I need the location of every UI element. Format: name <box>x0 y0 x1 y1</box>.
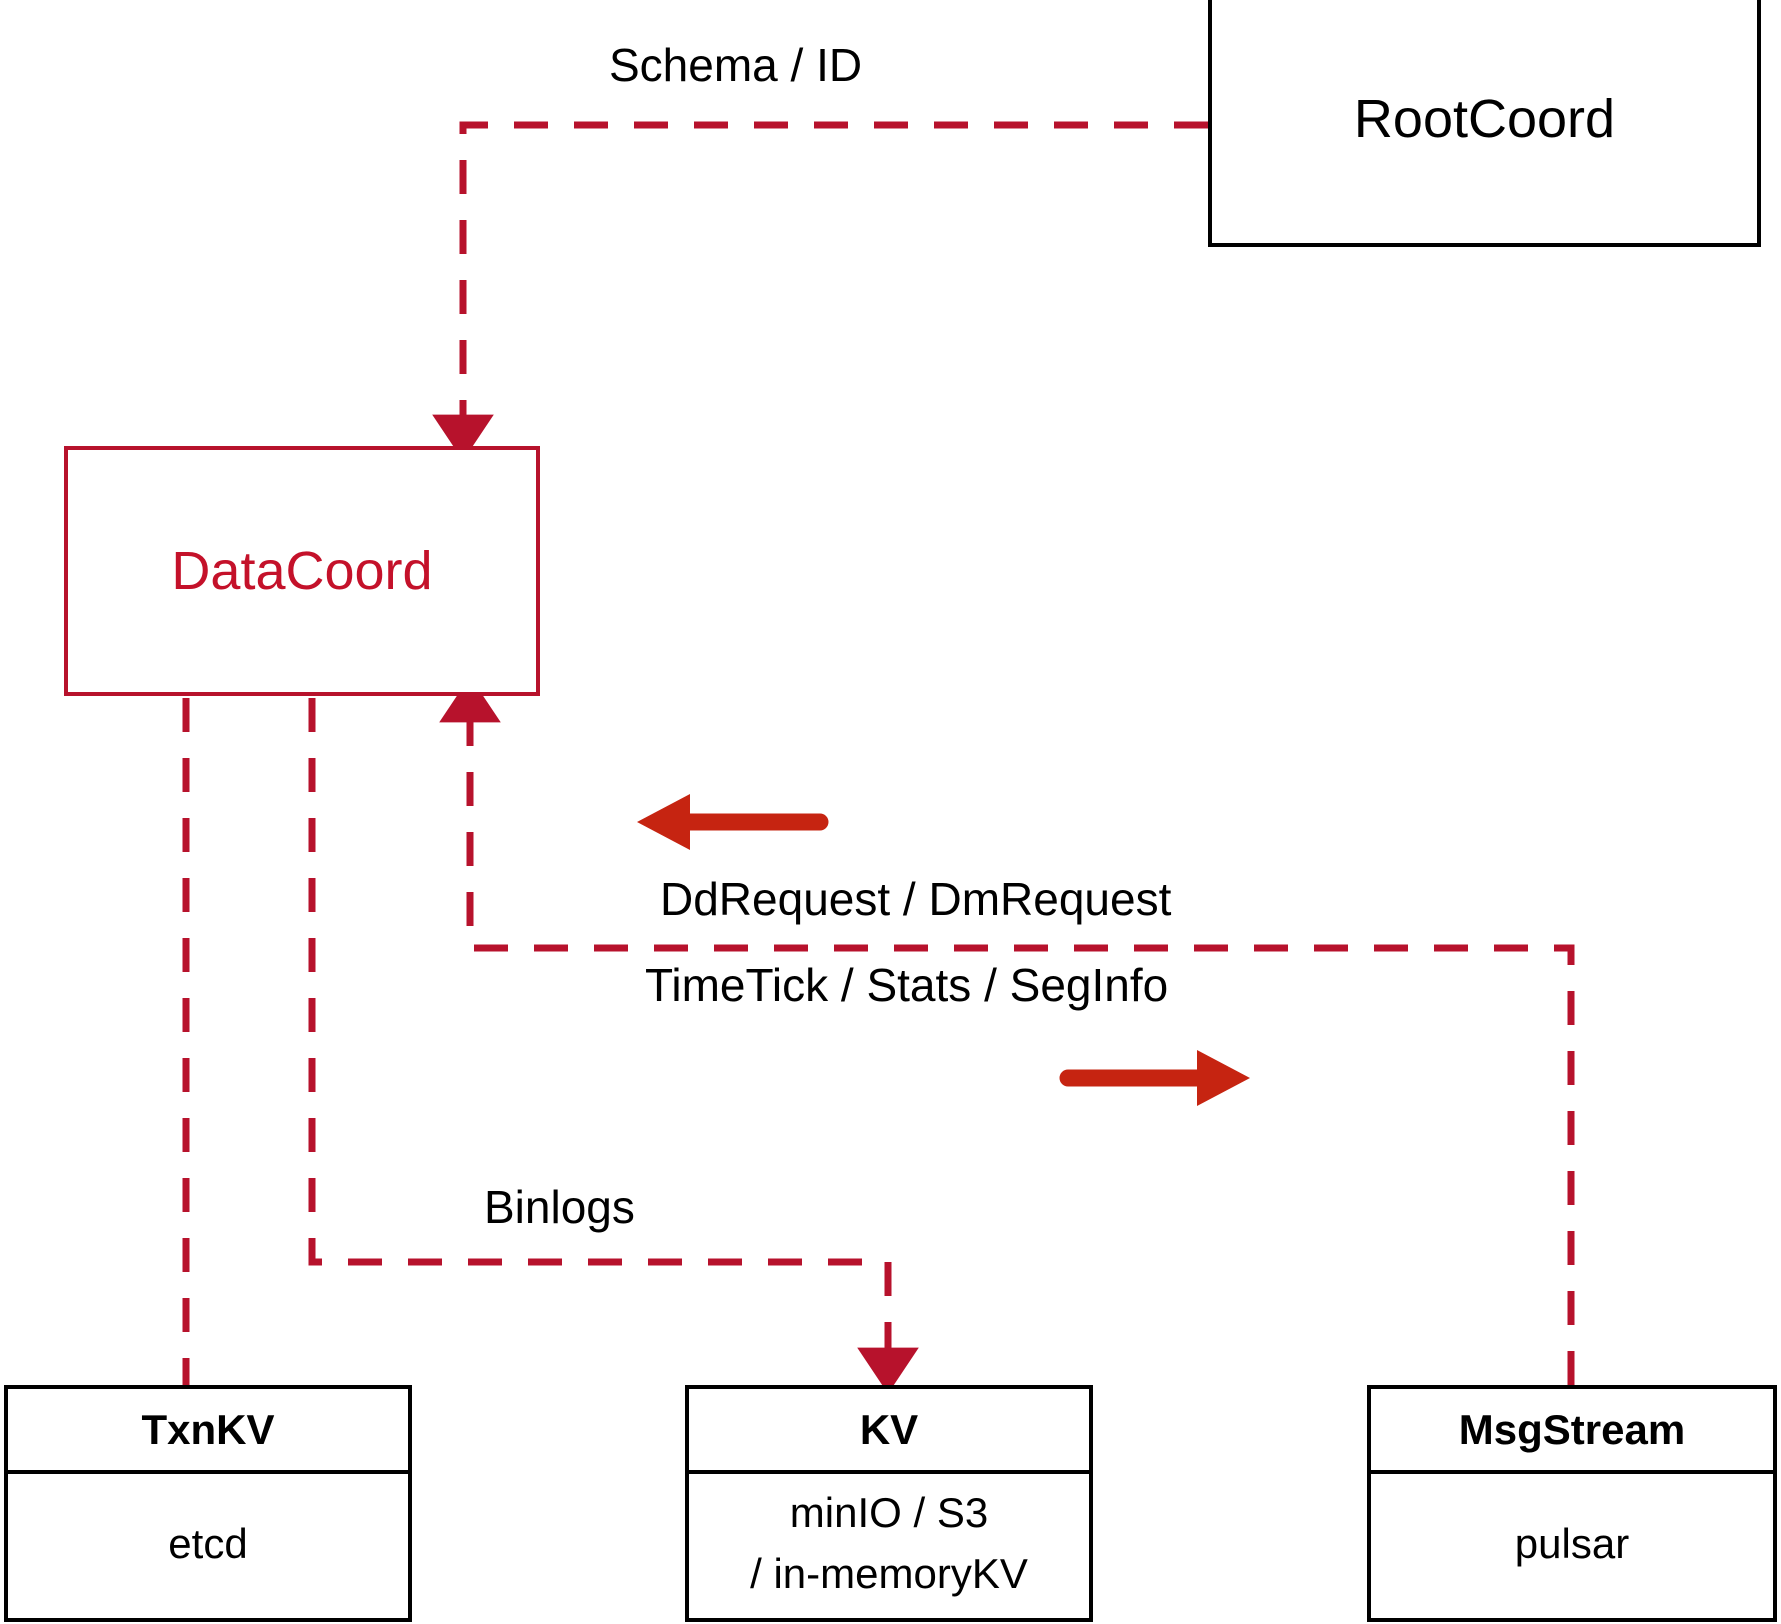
edge-label-timetick-stats-seginfo: TimeTick / Stats / SegInfo <box>645 959 1169 1011</box>
node-msgstream-body-line: pulsar <box>1514 1519 1630 1567</box>
node-kv-body-line: minIO / S3 <box>789 1489 989 1537</box>
node-datacoord-label: DataCoord <box>171 540 433 601</box>
node-kv[interactable]: KV minIO / S3 / in-memoryKV <box>685 1385 1093 1622</box>
node-rootcoord-label: RootCoord <box>1353 88 1616 149</box>
node-rootcoord[interactable]: RootCoord <box>1208 0 1761 247</box>
node-msgstream[interactable]: MsgStream pulsar <box>1367 1385 1777 1622</box>
node-kv-header: KV <box>689 1389 1089 1474</box>
edge-msgstream-to-datacoord <box>439 676 1575 1385</box>
edge-label-schema-id: Schema / ID <box>609 39 863 91</box>
inbound-direction-arrow <box>637 794 829 850</box>
node-kv-body-line: / in-memoryKV <box>750 1550 1028 1597</box>
node-msgstream-header: MsgStream <box>1371 1389 1773 1474</box>
node-msgstream-body: pulsar <box>1371 1470 1773 1618</box>
edge-rootcoord-to-datacoord <box>432 121 1208 461</box>
node-txnkv[interactable]: TxnKV etcd <box>4 1385 412 1622</box>
node-txnkv-body-line: etcd <box>168 1519 248 1567</box>
edge-label-dd-dm-request: DdRequest / DmRequest <box>660 873 1172 925</box>
node-txnkv-header: TxnKV <box>8 1389 408 1474</box>
outbound-direction-arrow <box>1059 1050 1250 1106</box>
edge-label-binlogs: Binlogs <box>484 1181 635 1233</box>
node-txnkv-body: etcd <box>8 1470 408 1618</box>
node-datacoord[interactable]: DataCoord <box>64 446 540 696</box>
edge-datacoord-to-kv <box>308 698 919 1394</box>
node-kv-body: minIO / S3 / in-memoryKV <box>689 1470 1089 1618</box>
